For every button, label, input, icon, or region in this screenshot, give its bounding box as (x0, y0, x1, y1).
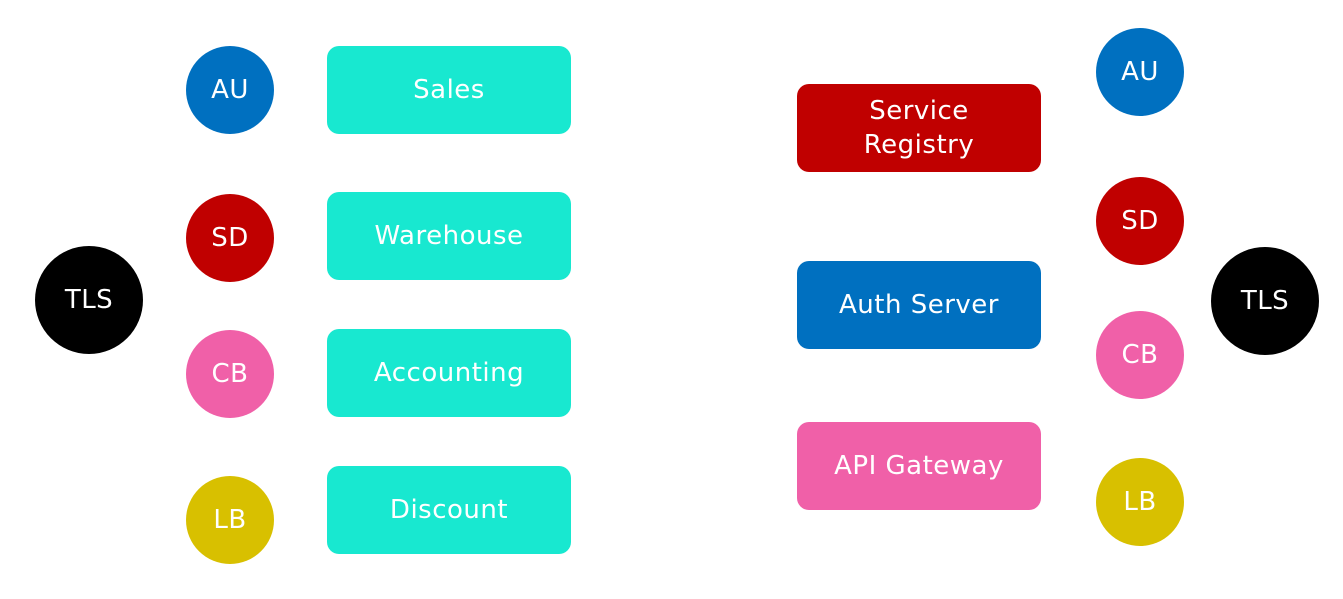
au-left-label: AU (211, 75, 249, 105)
api-gateway-label: API Gateway (834, 451, 1004, 481)
cb-left-label: CB (211, 359, 249, 389)
warehouse-label: Warehouse (374, 221, 524, 251)
sd-right-label: SD (1121, 206, 1159, 236)
cb-right-label: CB (1121, 340, 1159, 370)
lb-badge-right: LB (1096, 458, 1184, 546)
au-badge-left: AU (186, 46, 274, 134)
discount-label: Discount (389, 495, 509, 525)
cb-badge-left: CB (186, 330, 274, 418)
accounting-service-box: Accounting (327, 329, 571, 417)
lb-right-label: LB (1123, 487, 1157, 517)
service-registry-label: Service Registry (863, 96, 975, 160)
sd-badge-left: SD (186, 194, 274, 282)
lb-badge-left: LB (186, 476, 274, 564)
accounting-label: Accounting (373, 358, 525, 388)
sales-label: Sales (413, 75, 485, 105)
auth-server-label: Auth Server (839, 290, 999, 320)
cb-badge-right: CB (1096, 311, 1184, 399)
warehouse-service-box: Warehouse (327, 192, 571, 280)
au-right-label: AU (1121, 57, 1159, 87)
api-gateway-box: API Gateway (797, 422, 1041, 510)
tls-circle-left: TLS (35, 246, 143, 354)
tls-right-label: TLS (1240, 286, 1290, 316)
sd-badge-right: SD (1096, 177, 1184, 265)
tls-left-label: TLS (64, 285, 114, 315)
sd-left-label: SD (211, 223, 249, 253)
lb-left-label: LB (213, 505, 247, 535)
auth-server-box: Auth Server (797, 261, 1041, 349)
sales-service-box: Sales (327, 46, 571, 134)
discount-service-box: Discount (327, 466, 571, 554)
tls-circle-right: TLS (1211, 247, 1319, 355)
service-registry-box: Service Registry (797, 84, 1041, 172)
au-badge-right: AU (1096, 28, 1184, 116)
